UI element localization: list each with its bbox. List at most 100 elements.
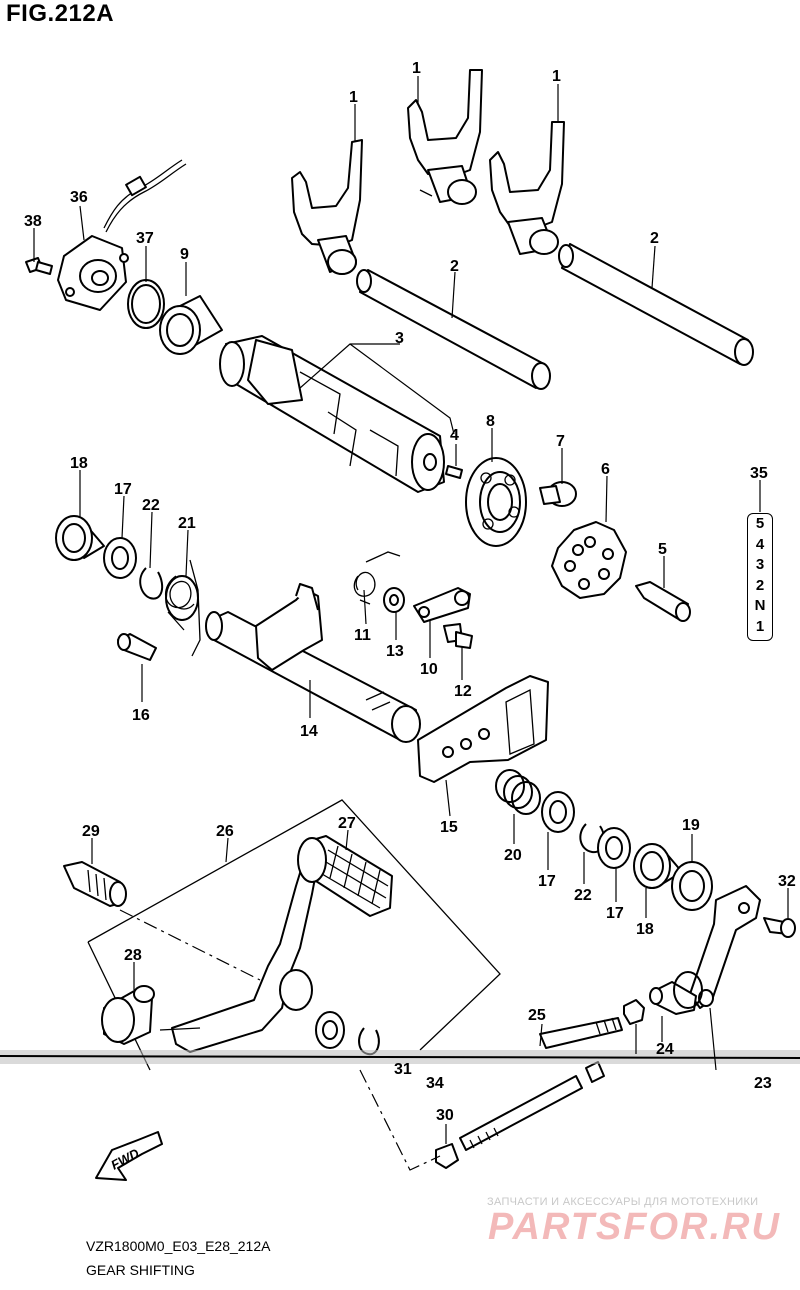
stopper-arm-10 bbox=[413, 587, 471, 623]
callout-28: 28 bbox=[124, 947, 142, 964]
watermark-tagline: ЗАПЧАСТИ И АКСЕССУАРЫ ДЛЯ МОТОТЕХНИКИ bbox=[487, 1196, 759, 1208]
callout-22-upper: 22 bbox=[142, 497, 160, 514]
callout-14: 14 bbox=[300, 723, 318, 740]
callout-26: 26 bbox=[216, 823, 234, 840]
callout-34: 34 bbox=[426, 1075, 444, 1092]
callout-2-right: 2 bbox=[650, 230, 659, 247]
callout-30: 30 bbox=[436, 1107, 454, 1124]
fork-shaft-right bbox=[558, 243, 754, 366]
callout-17-lower-b: 17 bbox=[606, 905, 624, 922]
fork-shaft-left bbox=[356, 269, 551, 390]
assembly-line-b bbox=[359, 1069, 441, 1171]
o-ring bbox=[127, 279, 165, 329]
callout-9: 9 bbox=[180, 246, 189, 263]
callout-19: 19 bbox=[682, 817, 700, 834]
callout-15: 15 bbox=[440, 819, 458, 836]
cam-pin bbox=[445, 465, 463, 479]
gear-position-3: 3 bbox=[755, 556, 765, 573]
shift-fork-left bbox=[291, 139, 363, 275]
callout-11: 11 bbox=[354, 627, 371, 644]
callout-31: 31 bbox=[394, 1061, 412, 1078]
pedal-bolt-29 bbox=[63, 861, 127, 907]
washer-17-upper bbox=[103, 537, 137, 579]
needle-bearing-9 bbox=[159, 295, 223, 355]
gear-position-2: 2 bbox=[755, 576, 765, 594]
model-code: VZR1800M0_E03_E28_212A bbox=[86, 1238, 271, 1254]
callout-6: 6 bbox=[601, 461, 610, 478]
washer-31 bbox=[315, 1011, 345, 1049]
callout-10: 10 bbox=[420, 661, 438, 678]
washer-17-lower-b bbox=[597, 827, 631, 869]
leader-lines bbox=[33, 76, 789, 1144]
callout-35: 35 bbox=[750, 465, 768, 482]
callout-18-lower: 18 bbox=[636, 921, 654, 938]
connecting-rod-30 bbox=[435, 1061, 605, 1169]
ball-bearing-8 bbox=[465, 457, 527, 547]
callout-29: 29 bbox=[82, 823, 100, 840]
circlip-22-upper bbox=[139, 567, 164, 600]
stud-bolt-16 bbox=[117, 633, 157, 661]
gear-position-1: 1 bbox=[755, 617, 765, 635]
cam-pin-5 bbox=[635, 581, 691, 622]
oil-seal-19 bbox=[671, 861, 713, 911]
bearing-18-upper bbox=[55, 515, 105, 561]
gear-shift-shaft bbox=[205, 583, 421, 743]
callout-17-upper: 17 bbox=[114, 481, 132, 498]
cam-stopper-plate bbox=[551, 521, 627, 599]
callout-8: 8 bbox=[486, 413, 495, 430]
spring-20 bbox=[495, 769, 541, 815]
gear-position-5: 5 bbox=[755, 515, 765, 532]
callout-25: 25 bbox=[528, 1007, 546, 1024]
return-spring-21 bbox=[165, 559, 201, 657]
gear-position-4: 4 bbox=[755, 535, 765, 553]
nut-24 bbox=[623, 999, 645, 1025]
gear-shift-lever bbox=[689, 885, 761, 1009]
callout-37: 37 bbox=[136, 230, 154, 247]
gear-shift-cam bbox=[219, 335, 445, 493]
gear-position-sensor bbox=[57, 159, 187, 311]
rod-end-24 bbox=[649, 971, 703, 1015]
figure-caption: GEAR SHIFTING bbox=[86, 1262, 195, 1278]
washer-17-lower-a bbox=[541, 791, 575, 833]
callout-38: 38 bbox=[24, 213, 42, 230]
bush-28 bbox=[101, 985, 155, 1045]
fwd-arrow bbox=[95, 1131, 163, 1181]
bearing-18-lower bbox=[633, 843, 683, 889]
sensor-bolt bbox=[25, 257, 53, 275]
gear-position-n: N bbox=[754, 597, 766, 614]
callout-7: 7 bbox=[556, 433, 565, 450]
callout-21: 21 bbox=[178, 515, 196, 532]
shift-pedal-26 bbox=[159, 859, 319, 1053]
bolt-12 bbox=[443, 623, 473, 649]
callout-32: 32 bbox=[778, 873, 796, 890]
callout-23: 23 bbox=[754, 1075, 772, 1092]
callout-24: 24 bbox=[656, 1041, 674, 1058]
shift-fork-right bbox=[489, 121, 565, 255]
callout-17-lower-a: 17 bbox=[538, 873, 556, 890]
callout-3: 3 bbox=[395, 330, 404, 347]
callout-16: 16 bbox=[132, 707, 150, 724]
callout-36: 36 bbox=[70, 189, 88, 206]
callout-2-left: 2 bbox=[450, 258, 459, 275]
callout-5: 5 bbox=[658, 541, 667, 558]
cam-bolt bbox=[539, 481, 577, 507]
washer-13 bbox=[383, 587, 405, 613]
bolt-32 bbox=[763, 917, 796, 938]
pedal-rubber-27 bbox=[297, 835, 393, 917]
shift-fork-middle bbox=[407, 69, 483, 205]
watermark-logo: PARTSFOR.RU bbox=[488, 1206, 781, 1248]
callout-1-middle: 1 bbox=[412, 60, 421, 77]
callout-22-lower: 22 bbox=[574, 887, 592, 904]
gear-position-indicator: 5 4 3 2 N 1 bbox=[747, 513, 773, 641]
callout-4: 4 bbox=[450, 427, 459, 444]
callout-1-left: 1 bbox=[349, 89, 358, 106]
figure-title: FIG.212A bbox=[6, 0, 115, 27]
callout-1-right: 1 bbox=[552, 68, 561, 85]
scan-artifact-line bbox=[0, 1055, 800, 1059]
callout-13: 13 bbox=[386, 643, 404, 660]
callout-20: 20 bbox=[504, 847, 522, 864]
shift-rod-25 bbox=[539, 1017, 623, 1049]
shift-arm-plate bbox=[417, 675, 549, 783]
